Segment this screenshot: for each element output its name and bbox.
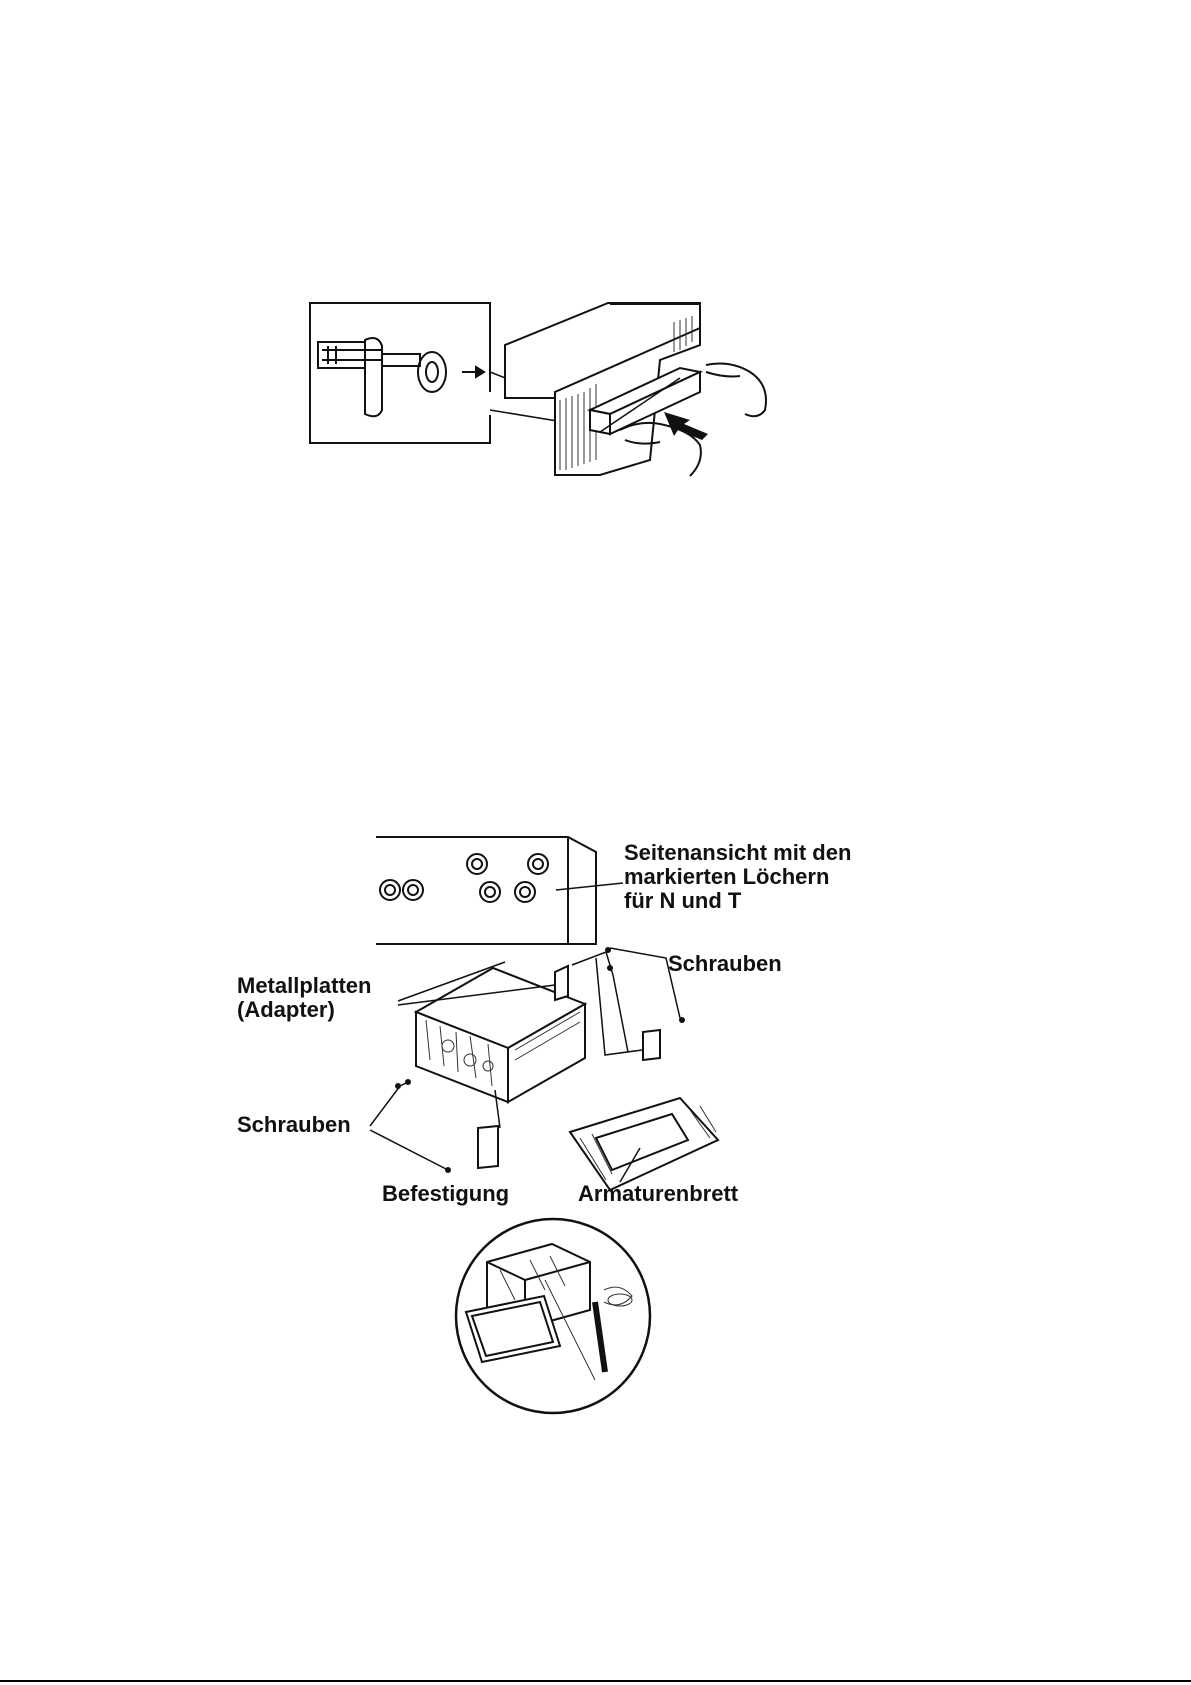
- page-bottom-rule: [0, 1680, 1191, 1682]
